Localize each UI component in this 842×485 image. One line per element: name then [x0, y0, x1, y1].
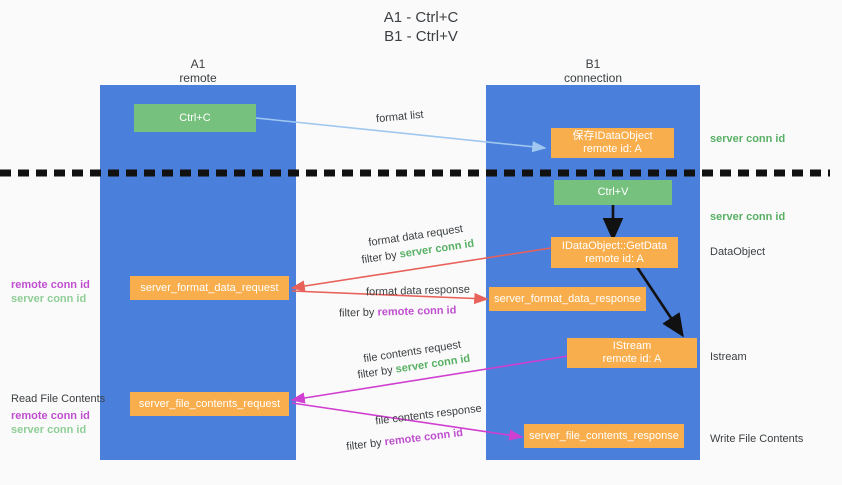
- filter-key-remote-conn-id-1: remote conn id: [377, 304, 457, 319]
- box-server-file-contents-request-label: server_file_contents_request: [138, 397, 281, 410]
- edge-label-format-data-response-filter: filter by remote conn id: [339, 303, 457, 320]
- filter-prefix-2: filter by: [338, 306, 378, 320]
- filter-key-remote-conn-id-2: remote conn id: [383, 426, 464, 449]
- box-server-file-contents-request[interactable]: server_file_contents_request: [130, 392, 289, 416]
- box-idataobject-store-remote-id: remote id: A: [583, 143, 642, 155]
- lane-a1-name: A1: [190, 57, 206, 71]
- left-label-read-file-contents: Read File Contents: [11, 393, 106, 405]
- left-label-read-file-contents-group: Read File Contents remote conn id server…: [11, 392, 105, 437]
- box-idataobject-getdata-label: IDataObject::GetData: [561, 239, 668, 252]
- box-ctrl-c[interactable]: Ctrl+C: [134, 104, 256, 132]
- right-label-server-conn-id-mid: server conn id: [710, 210, 785, 224]
- title-line-1: A1 - Ctrl+C: [383, 9, 459, 26]
- lane-b1-sub: connection: [563, 71, 623, 85]
- filter-prefix-3: filter by: [356, 363, 397, 382]
- box-server-format-data-response-label: server_format_data_response: [494, 292, 641, 305]
- left-label-conn-ids-1: remote conn id server conn id: [11, 278, 90, 306]
- box-server-format-data-response[interactable]: server_format_data_response: [489, 287, 646, 311]
- box-server-format-data-request[interactable]: server_format_data_request: [130, 276, 289, 300]
- edge-label-format-list: format list: [375, 108, 425, 126]
- filter-prefix-1: filter by: [360, 248, 401, 267]
- box-idataobject-getdata[interactable]: IDataObject::GetData remote id: A: [551, 237, 678, 268]
- lane-header-a1: A1 remote: [100, 57, 296, 85]
- title-line-2: B1 - Ctrl+V: [384, 28, 458, 45]
- edge-label-format-data-response: format data response: [365, 283, 471, 299]
- right-label-dataobject: DataObject: [710, 246, 766, 258]
- box-idataobject-getdata-remote-id: remote id: A: [585, 252, 644, 265]
- lane-b1-name: B1: [585, 57, 601, 71]
- lane-header-b1: B1 connection: [486, 57, 700, 85]
- right-label-server-conn-id-top: server conn id: [710, 132, 785, 146]
- right-label-write-file-contents: Write File Contents: [710, 433, 804, 445]
- box-ctrl-v[interactable]: Ctrl+V: [554, 180, 672, 205]
- box-ctrl-c-label: Ctrl+C: [179, 111, 211, 124]
- box-istream-remote-id: remote id: A: [602, 353, 662, 365]
- right-label-istream: Istream: [710, 351, 747, 363]
- box-idataobject-store-label: 保存IDataObject: [572, 130, 653, 142]
- left-label-remote-conn-id-2: remote conn id: [11, 410, 90, 422]
- diagram-title: A1 - Ctrl+C B1 - Ctrl+V: [0, 8, 842, 46]
- left-label-server-conn-id-2: server conn id: [11, 424, 87, 436]
- box-server-file-contents-response[interactable]: server_file_contents_response: [524, 424, 684, 448]
- lane-a1-sub: remote: [179, 71, 217, 85]
- filter-prefix-4: filter by: [345, 436, 386, 454]
- right-label-server-conn-id-mid-text: server conn id: [710, 211, 786, 223]
- box-server-format-data-request-label: server_format_data_request: [140, 281, 279, 294]
- edge-label-file-contents-response: file contents response: [374, 402, 483, 428]
- box-istream[interactable]: IStream remote id: A: [567, 338, 697, 368]
- box-istream-label: IStream: [612, 340, 652, 352]
- box-idataobject-store[interactable]: 保存IDataObject remote id: A: [551, 128, 674, 158]
- box-ctrl-v-label: Ctrl+V: [597, 186, 629, 198]
- edge-label-file-contents-response-filter: filter by remote conn id: [346, 426, 464, 454]
- box-server-file-contents-response-label: server_file_contents_response: [529, 429, 679, 442]
- left-label-remote-conn-id-1: remote conn id: [11, 279, 90, 291]
- left-label-server-conn-id-1: server conn id: [11, 293, 87, 305]
- right-label-server-conn-id-top-text: server conn id: [710, 133, 786, 145]
